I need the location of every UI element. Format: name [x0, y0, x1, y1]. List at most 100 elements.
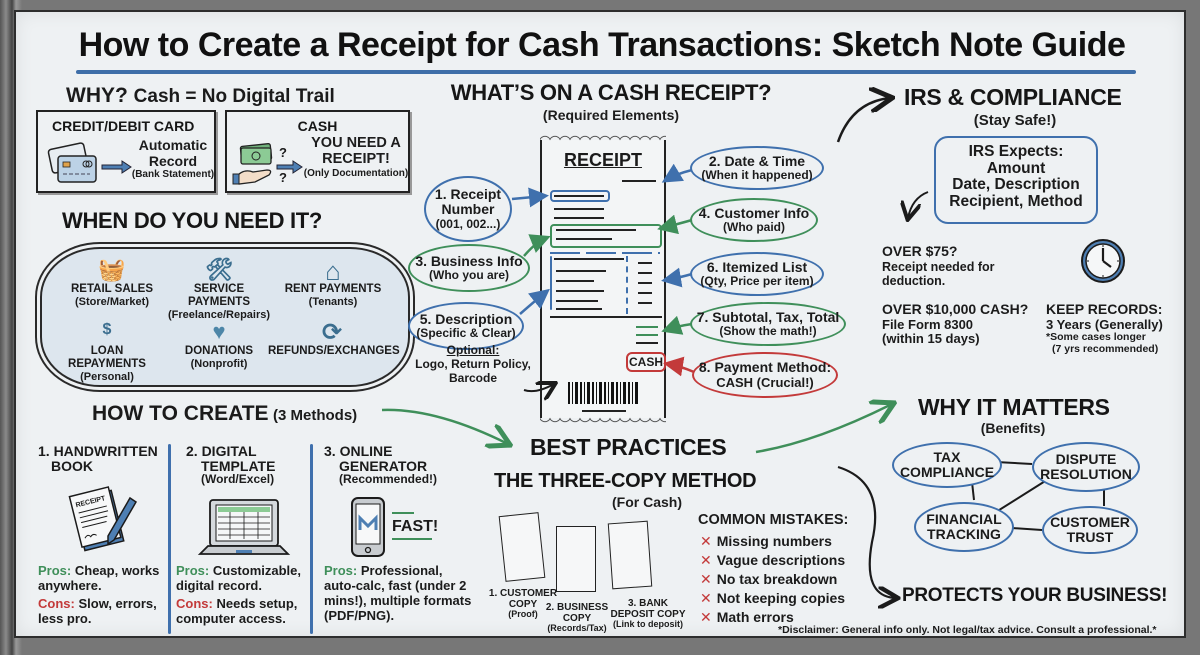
method-digital-proscons: Pros: Customizable, digital record. Cons… — [176, 563, 308, 627]
method-digital: 2. DIGITAL TEMPLATE (Word/Excel) — [186, 444, 306, 486]
irs-expects-line1: IRS Expects: — [968, 143, 1064, 160]
irs-expects-box: IRS Expects: Amount Date, Description Re… — [934, 136, 1098, 224]
when-item-label: REFUNDS/EXCHANGES — [268, 345, 400, 357]
card-box-line2: Record — [148, 152, 198, 169]
when-item-sub: (Freelance/Repairs) — [167, 309, 271, 322]
why-heading: WHY? Cash = No Digital Trail — [66, 84, 335, 108]
pros-text: Cheap, works anywhere. — [38, 563, 160, 593]
when-item-retail: 🧺 RETAIL SALES (Store/Market) — [62, 257, 162, 309]
method-divider — [310, 444, 313, 634]
element-payment-method: 8. Payment Method: CASH (Crucial!) — [692, 352, 838, 398]
mistakes-heading: COMMON MISTAKES: — [698, 512, 849, 528]
cash-box-line3: (Only Documentation) — [303, 167, 409, 179]
barcode-icon — [568, 382, 640, 404]
mistakes-list: ✕Missing numbers ✕Vague descriptions ✕No… — [700, 532, 845, 627]
method-online: 3. ONLINE GENERATOR (Recommended!) — [324, 444, 454, 486]
business-copy-icon — [556, 526, 596, 592]
element-label: 1. Receipt Number — [434, 186, 502, 218]
cons-text: Needs setup, computer access. — [176, 595, 298, 626]
element-subtotal: 7. Subtotal, Tax, Total (Show the math!) — [690, 302, 846, 346]
receipt-connector-arrows — [381, 12, 929, 640]
benefit-l2: COMPLIANCE — [899, 464, 995, 480]
when-item-label: RENT PAYMENTS — [284, 283, 382, 295]
copy-l3: (Link to deposit) — [613, 619, 683, 629]
method-title-l1: 3. ONLINE — [324, 443, 393, 459]
method-title-l3: (Recommended!) — [339, 472, 438, 487]
irs-keep-records: KEEP RECORDS: 3 Years (Generally) *Some … — [1046, 301, 1163, 356]
cons-text: Slow, errors, less pro. — [38, 595, 157, 626]
receipt-number-highlight — [550, 190, 610, 202]
element-sub: (Specific & Clear) — [416, 326, 516, 341]
irs-over-75: OVER $75? Receipt needed for deduction. — [882, 243, 995, 288]
benefit-l1: CUSTOMER — [1050, 514, 1130, 531]
when-item-label: SERVICE PAYMENTS — [188, 283, 250, 309]
why-matters-subheading: (Benefits) — [980, 420, 1046, 436]
over10000-line1: File Form 8300 — [882, 316, 974, 332]
best-practices-heading: BEST PRACTICES — [530, 434, 727, 460]
clock-icon — [1081, 239, 1125, 283]
receipt-book-pen-icon: RECEIPT — [68, 486, 138, 552]
when-item-label: DONATIONS — [184, 345, 254, 357]
when-item-sub: (Nonprofit) — [190, 358, 248, 371]
element-sub: (001, 002...) — [435, 216, 501, 231]
fast-badge: FAST! — [392, 518, 439, 535]
why-heading-rest: Cash = No Digital Trail — [133, 86, 335, 107]
irs-over-10000: OVER $10,000 CASH? File Form 8300 (withi… — [882, 301, 1029, 347]
when-item-label: LOAN REPAYMENTS — [68, 345, 146, 371]
optional-line1: Logo, Return Policy, — [415, 356, 531, 371]
x-icon: ✕ — [700, 609, 712, 625]
when-item-loan: $ LOAN REPAYMENTS (Personal) — [52, 319, 162, 384]
when-heading: WHEN DO YOU NEED IT? — [62, 208, 323, 233]
element-business-info: 3. Business Info (Who you are) — [408, 244, 530, 292]
mistake-item: ✕Math errors — [700, 608, 845, 627]
when-item-sub: (Tenants) — [308, 296, 358, 309]
house-icon: ⌂ — [325, 256, 341, 286]
cons-label: Cons: — [38, 595, 75, 611]
x-icon: ✕ — [700, 533, 712, 549]
method-title: 3. ONLINE GENERATOR (Recommended!) — [324, 444, 454, 486]
credit-card-icon — [47, 142, 97, 183]
receipt-torn-top — [540, 134, 666, 142]
over75-line2: deduction. — [882, 273, 946, 288]
element-label: 2. Date & Time — [708, 152, 806, 169]
method-online-pros: Pros: Professional, auto-calc, fast (und… — [324, 563, 474, 624]
method-title-l2: TEMPLATE — [201, 457, 276, 474]
element-label: 3. Business Info — [415, 252, 523, 269]
over75-line1: Receipt needed for — [882, 259, 995, 274]
tools-icon: 🛠 — [205, 257, 233, 282]
pros-label: Pros: — [176, 563, 210, 578]
whiteboard: How to Create a Receipt for Cash Transac… — [14, 10, 1186, 638]
cash-box-line1: YOU NEED A — [311, 135, 401, 151]
benefit-l1: DISPUTE — [1055, 451, 1117, 468]
fast-underline — [392, 538, 432, 540]
copy-l2: DEPOSIT COPY — [610, 609, 686, 620]
phone-app-icon — [351, 497, 385, 557]
method-title-l1: 1. HANDWRITTEN — [38, 443, 158, 459]
element-sub: (Show the math!) — [719, 324, 817, 339]
x-icon: ✕ — [700, 590, 712, 606]
keep-records-line3: (7 yrs recommended) — [1052, 342, 1159, 355]
method-title-l2: GENERATOR — [339, 457, 428, 474]
irs-heading: IRS & COMPLIANCE — [904, 84, 1122, 110]
method-handwritten: 1. HANDWRITTEN BOOK — [38, 444, 168, 473]
over75-title: OVER $75? — [882, 243, 958, 259]
mistake-text: Vague descriptions — [716, 552, 846, 568]
refresh-arrows-icon: ⟳ — [321, 319, 343, 346]
x-icon: ✕ — [700, 571, 712, 587]
over10000-title: OVER $10,000 CASH? — [882, 301, 1029, 317]
keep-records-title: KEEP RECORDS: — [1046, 301, 1163, 317]
when-item-rent: ⌂ RENT PAYMENTS (Tenants) — [278, 256, 388, 309]
method-title-l2: BOOK — [51, 457, 93, 474]
optional-note: Optional: Logo, Return Policy, Barcode — [414, 343, 532, 385]
three-copy-heading: THE THREE-COPY METHOD — [494, 470, 757, 492]
mistake-item: ✕Not keeping copies — [700, 589, 845, 608]
element-sub: (Who you are) — [429, 268, 509, 283]
element-sub: CASH (Crucial!) — [716, 374, 814, 390]
benefit-l1: FINANCIAL — [926, 511, 1002, 528]
when-item-label: RETAIL SALES — [71, 283, 153, 295]
arrow-right-icon — [101, 160, 132, 174]
card-box-line1: Automatic — [138, 137, 208, 153]
fast-accent — [392, 512, 414, 514]
